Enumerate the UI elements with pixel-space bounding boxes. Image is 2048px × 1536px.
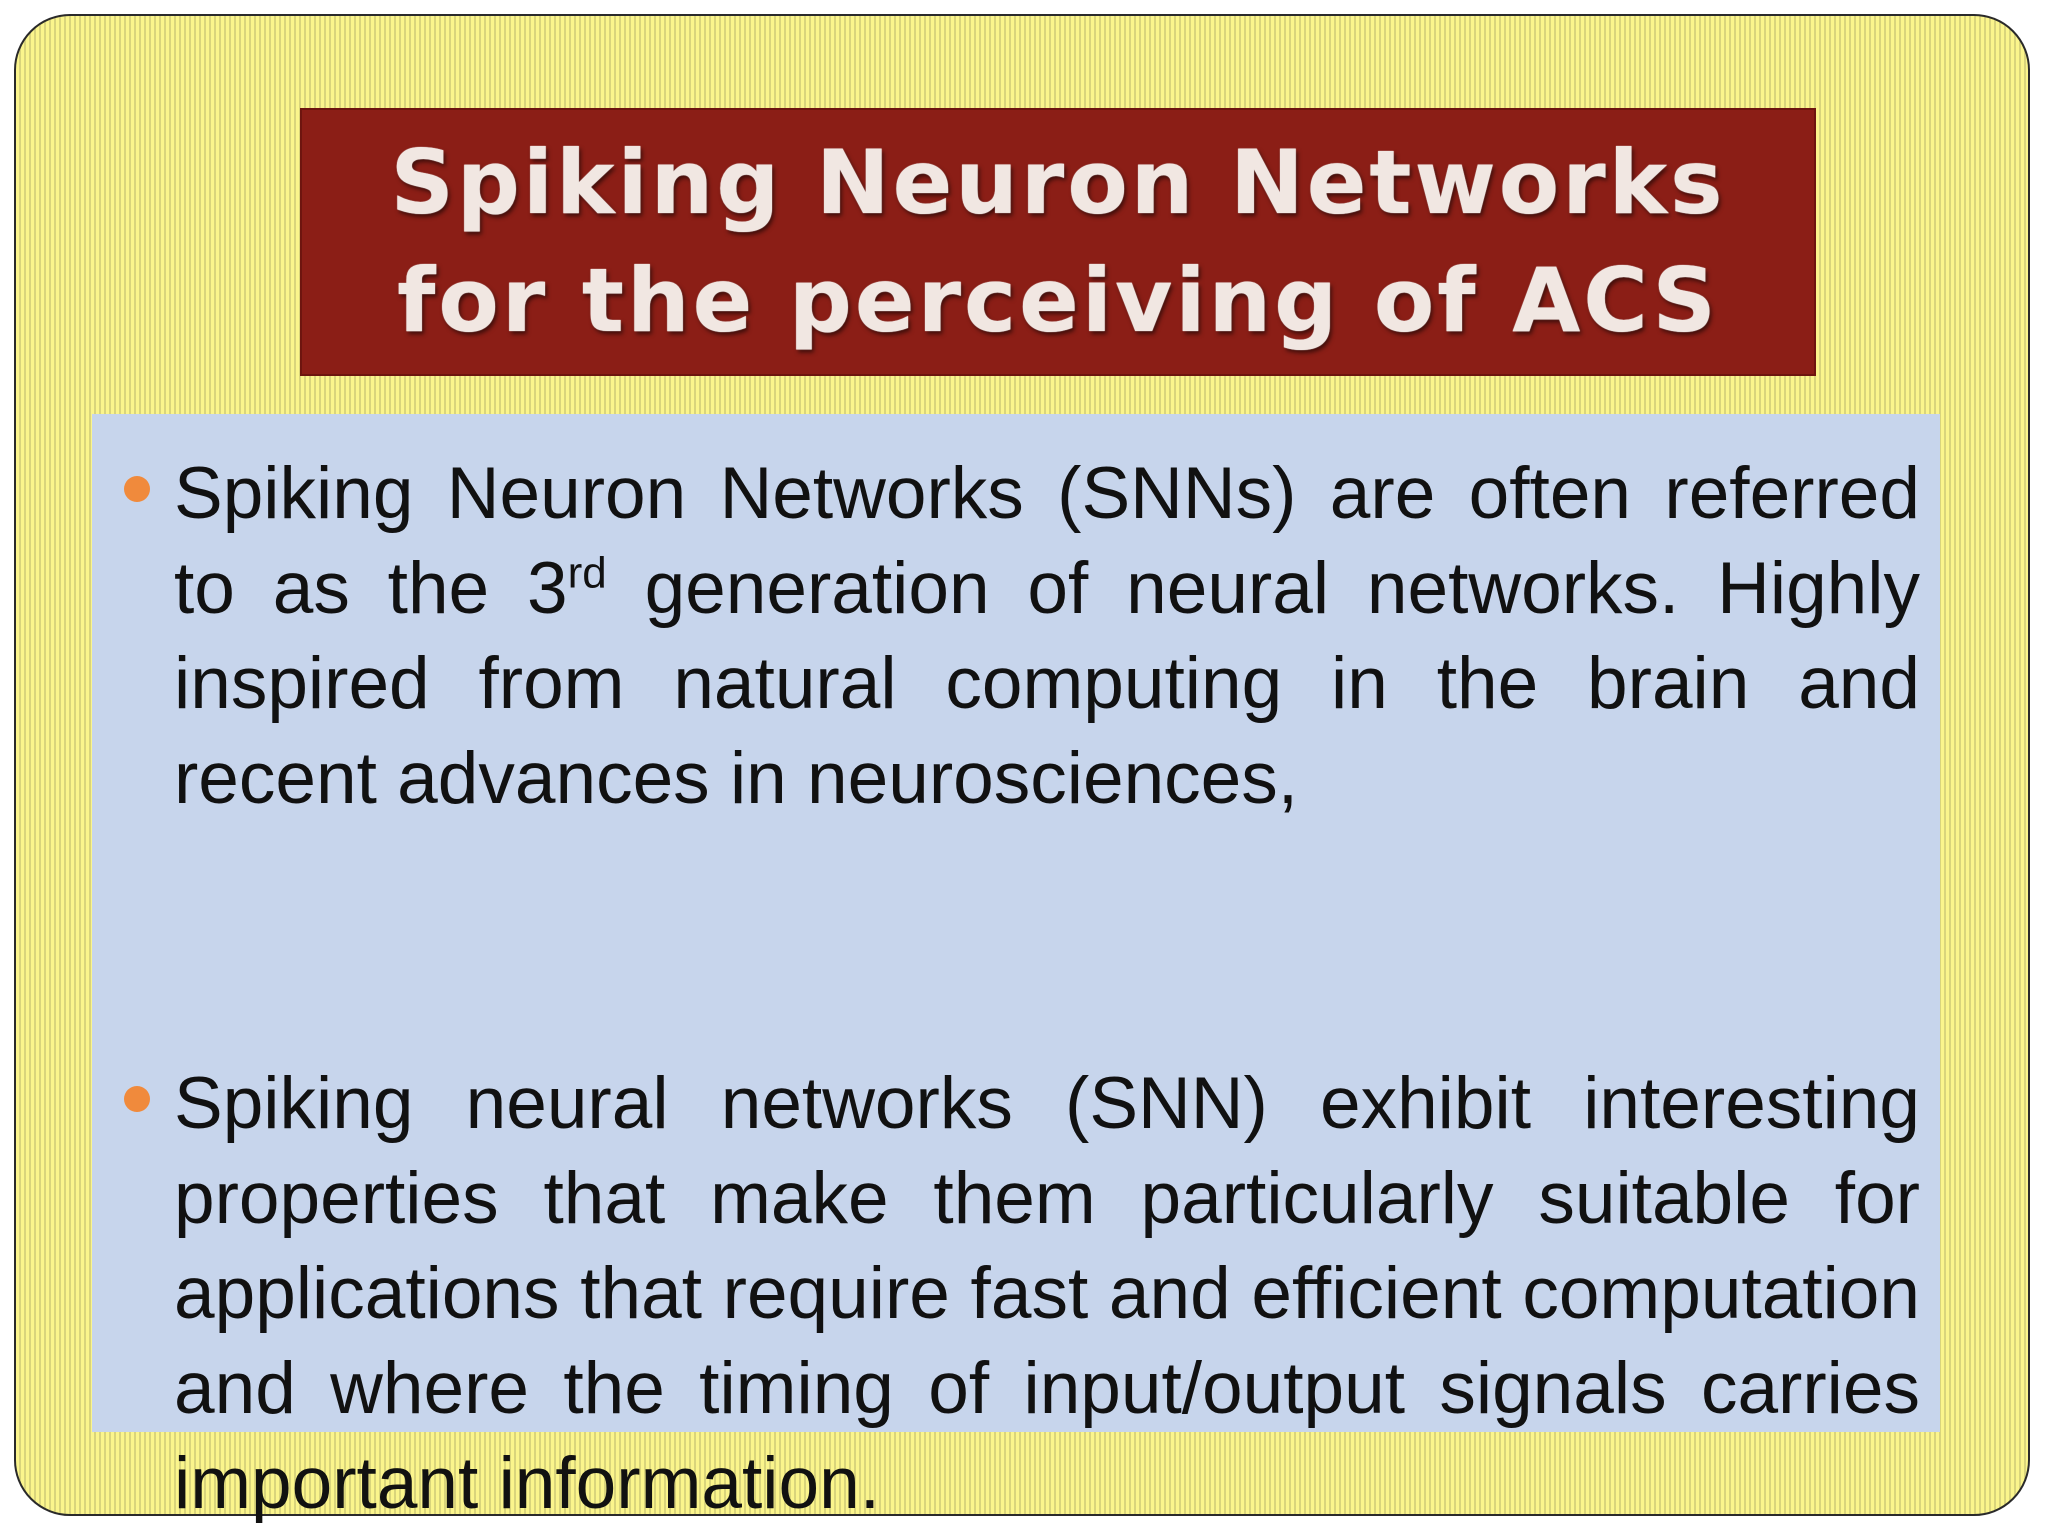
bullet-dot-icon	[124, 476, 150, 502]
content-panel	[92, 414, 1940, 1432]
bullet-item-2: Spiking neural networks (SNN) exhibit in…	[174, 1056, 1920, 1531]
bullet-dot-icon	[124, 1086, 150, 1112]
bullet-item-1: Spiking Neuron Networks (SNNs) are often…	[174, 446, 1920, 826]
bullet-1-text-start: Spiking Neuron Networks (SNNs) are often…	[174, 453, 1920, 629]
slide-title-line-1: Spiking Neuron Networks	[390, 131, 1726, 234]
title-banner: Spiking Neuron Networks for the perceivi…	[300, 108, 1816, 376]
slide-title-line-2: for the perceiving of ACS	[397, 249, 1719, 352]
bullet-2-text: Spiking neural networks (SNN) exhibit in…	[174, 1063, 1920, 1524]
bullet-1-text-end: generation of neural networks. Highly in…	[174, 548, 1920, 819]
bullet-1-superscript: rd	[567, 548, 607, 598]
